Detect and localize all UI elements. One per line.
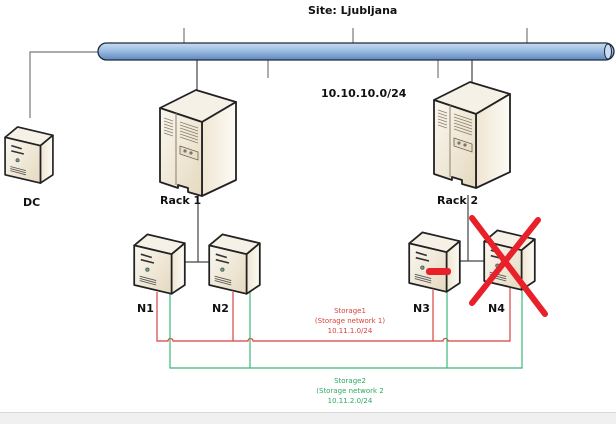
- n4-label: N4: [488, 302, 505, 315]
- storage2-lines: [169, 288, 523, 369]
- storage2-subnet: 10.11.2.0/24: [327, 397, 373, 405]
- n1-server-icon: [133, 233, 186, 295]
- dc-link: [29, 51, 98, 118]
- rack1-label: Rack 1: [160, 194, 202, 207]
- n2-label: N2: [212, 302, 229, 315]
- rack2-node-links: [458, 195, 488, 262]
- rack1-icon: [159, 89, 237, 197]
- n3-server-icon: [408, 231, 461, 293]
- dc-server-icon: [4, 125, 54, 185]
- n1-label: N1: [137, 302, 154, 315]
- storage1-caption: Storage1 (Storage network 1) 10.11.1.0/2…: [300, 306, 400, 336]
- storage1-subnet: 10.11.1.0/24: [327, 327, 373, 335]
- n3-degraded-minus-icon: [426, 268, 451, 275]
- rack2-label: Rack 2: [437, 194, 479, 207]
- n2-server-icon: [208, 233, 261, 295]
- lan-connections: [29, 28, 528, 118]
- storage2-desc: (Storage network 2: [316, 387, 384, 395]
- storage1-name: Storage1: [334, 307, 366, 315]
- main-network-bus: [97, 42, 615, 61]
- n4-failed-x-icon: [469, 215, 548, 317]
- storage2-caption: Storage2 (Storage network 2 10.11.2.0/24: [300, 376, 400, 406]
- storage2-name: Storage2: [334, 377, 366, 385]
- network-diagram: Site: Ljubljana 10.10.10.0/24 DC Rack 1 …: [4, 4, 615, 406]
- rack2-icon: [433, 81, 511, 189]
- rack1-node-links: [182, 195, 212, 263]
- n3-label: N3: [413, 302, 430, 315]
- dc-label: DC: [23, 196, 41, 209]
- bottom-edge: [0, 412, 616, 424]
- site-title: Site: Ljubljana: [308, 4, 398, 17]
- storage1-desc: (Storage network 1): [314, 317, 386, 325]
- main-subnet-label: 10.10.10.0/24: [321, 87, 407, 100]
